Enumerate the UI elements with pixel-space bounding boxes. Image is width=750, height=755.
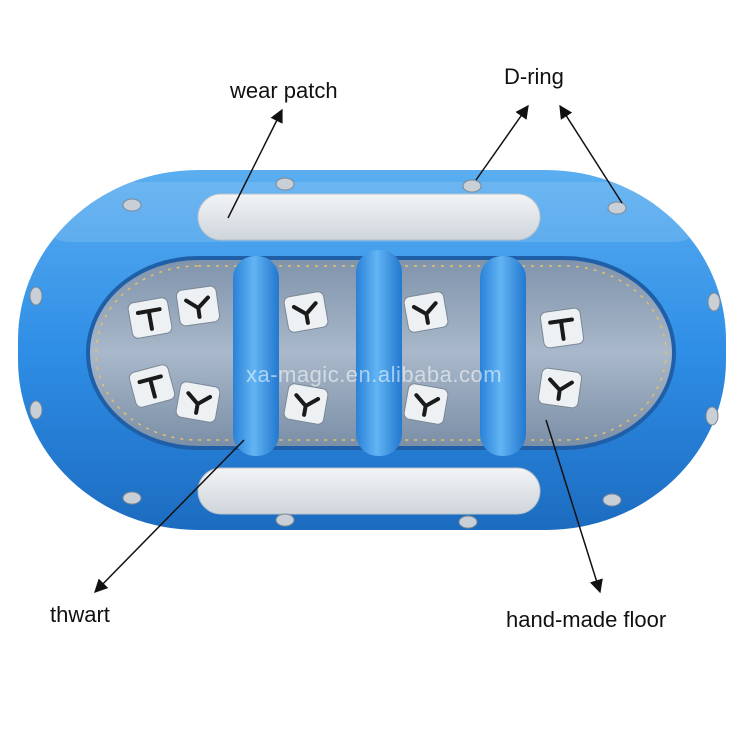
wear-patch-top	[197, 193, 541, 241]
d-ring-icon	[607, 201, 627, 215]
thwart-arrow	[94, 439, 245, 593]
foot-cup-icon	[128, 364, 176, 408]
d-rings	[29, 177, 721, 529]
foot-cup-icon	[283, 383, 329, 425]
thwart-label: thwart	[50, 602, 110, 627]
watermark: xa-magic.en.alibaba.com	[246, 362, 502, 387]
foot-cup-icon	[537, 367, 583, 409]
foot-cup-icon	[175, 285, 221, 327]
foot-cup-icon	[403, 383, 449, 425]
foot-cup-icon	[539, 307, 585, 349]
wear-patch-arrow	[227, 108, 283, 219]
d-ring-icon	[707, 292, 721, 312]
d-ring-arrow-left	[475, 104, 529, 181]
d-ring-icon	[458, 515, 478, 529]
foot-cup-icon	[283, 291, 329, 333]
hand-made-floor-label: hand-made floor	[506, 607, 667, 632]
floor-arrow	[545, 419, 603, 594]
thwart-3	[480, 256, 526, 456]
d-ring-label: D-ring	[504, 64, 564, 89]
d-ring-icon	[122, 491, 142, 505]
foot-cup-icon	[175, 381, 221, 423]
thwart-1	[233, 256, 279, 456]
d-ring-icon	[29, 400, 43, 420]
wear-patch-bottom	[197, 467, 541, 515]
d-ring-icon	[275, 177, 295, 191]
foot-cup-icon	[403, 291, 449, 333]
d-ring-arrow-right	[559, 104, 623, 204]
d-ring-icon	[462, 179, 482, 193]
thwart-2	[356, 250, 402, 456]
wear-patch-label: wear patch	[230, 78, 338, 103]
d-ring-icon	[602, 493, 622, 507]
d-ring-icon	[29, 286, 43, 306]
foot-cups	[127, 285, 585, 425]
foot-cup-icon	[127, 297, 173, 339]
d-ring-icon	[275, 513, 295, 527]
d-ring-icon	[122, 198, 142, 212]
d-ring-icon	[705, 406, 719, 426]
